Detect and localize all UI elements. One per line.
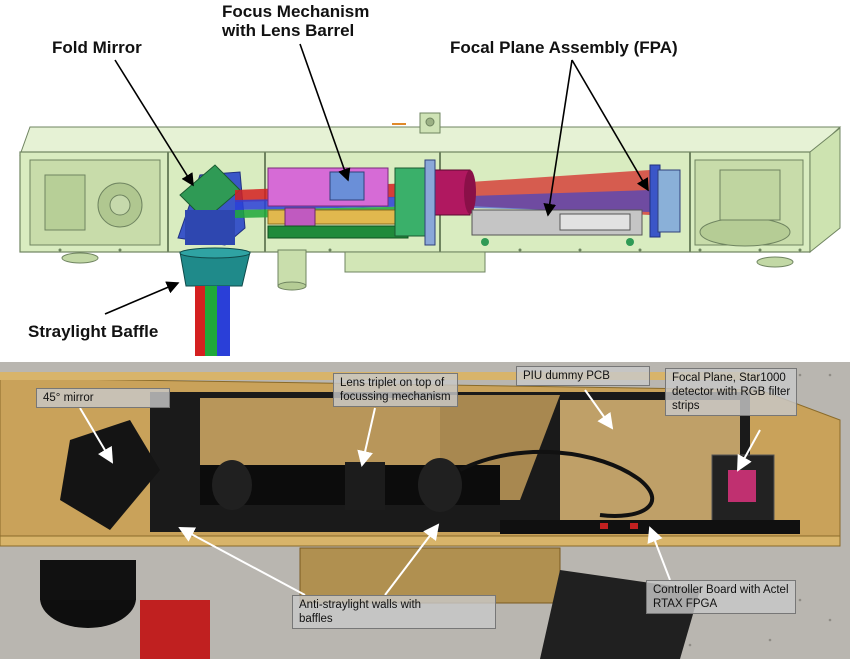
controller-board (500, 520, 800, 534)
bottom-callout-arrows (79, 389, 761, 596)
piu-cable (459, 449, 655, 518)
rim-bolts (58, 248, 802, 252)
fold-mirror (177, 164, 246, 246)
label-lens-triplet: Lens triplet on top of focussing mechani… (333, 373, 458, 407)
focal-plane-detector (711, 454, 775, 522)
label-focal-plane: Focal Plane, Star1000 detector with RGB … (665, 368, 798, 416)
cad-view (19, 43, 842, 356)
label-fpa: Focal Plane Assembly (FPA) (450, 38, 678, 57)
straylight-baffle (179, 247, 251, 356)
label-piu-dummy: PIU dummy PCB (516, 366, 650, 386)
label-controller-board: Controller Board with Actel RTAX FPGA (646, 580, 796, 614)
label-anti-straylight: Anti-straylight walls with baffles (292, 595, 496, 629)
lens-barrel (267, 159, 476, 246)
label-45-mirror: 45° mirror (36, 388, 170, 408)
mirror-45 (40, 420, 160, 628)
lens-triplet (200, 458, 500, 512)
label-straylight-baffle: Straylight Baffle (28, 322, 159, 341)
top-callout-arrows (104, 43, 649, 315)
label-fold-mirror: Fold Mirror (52, 38, 142, 57)
fpa-assembly (471, 164, 681, 246)
housing-end (809, 126, 841, 254)
label-focus-mechanism: Focus Mechanism with Lens Barrel (222, 2, 370, 40)
